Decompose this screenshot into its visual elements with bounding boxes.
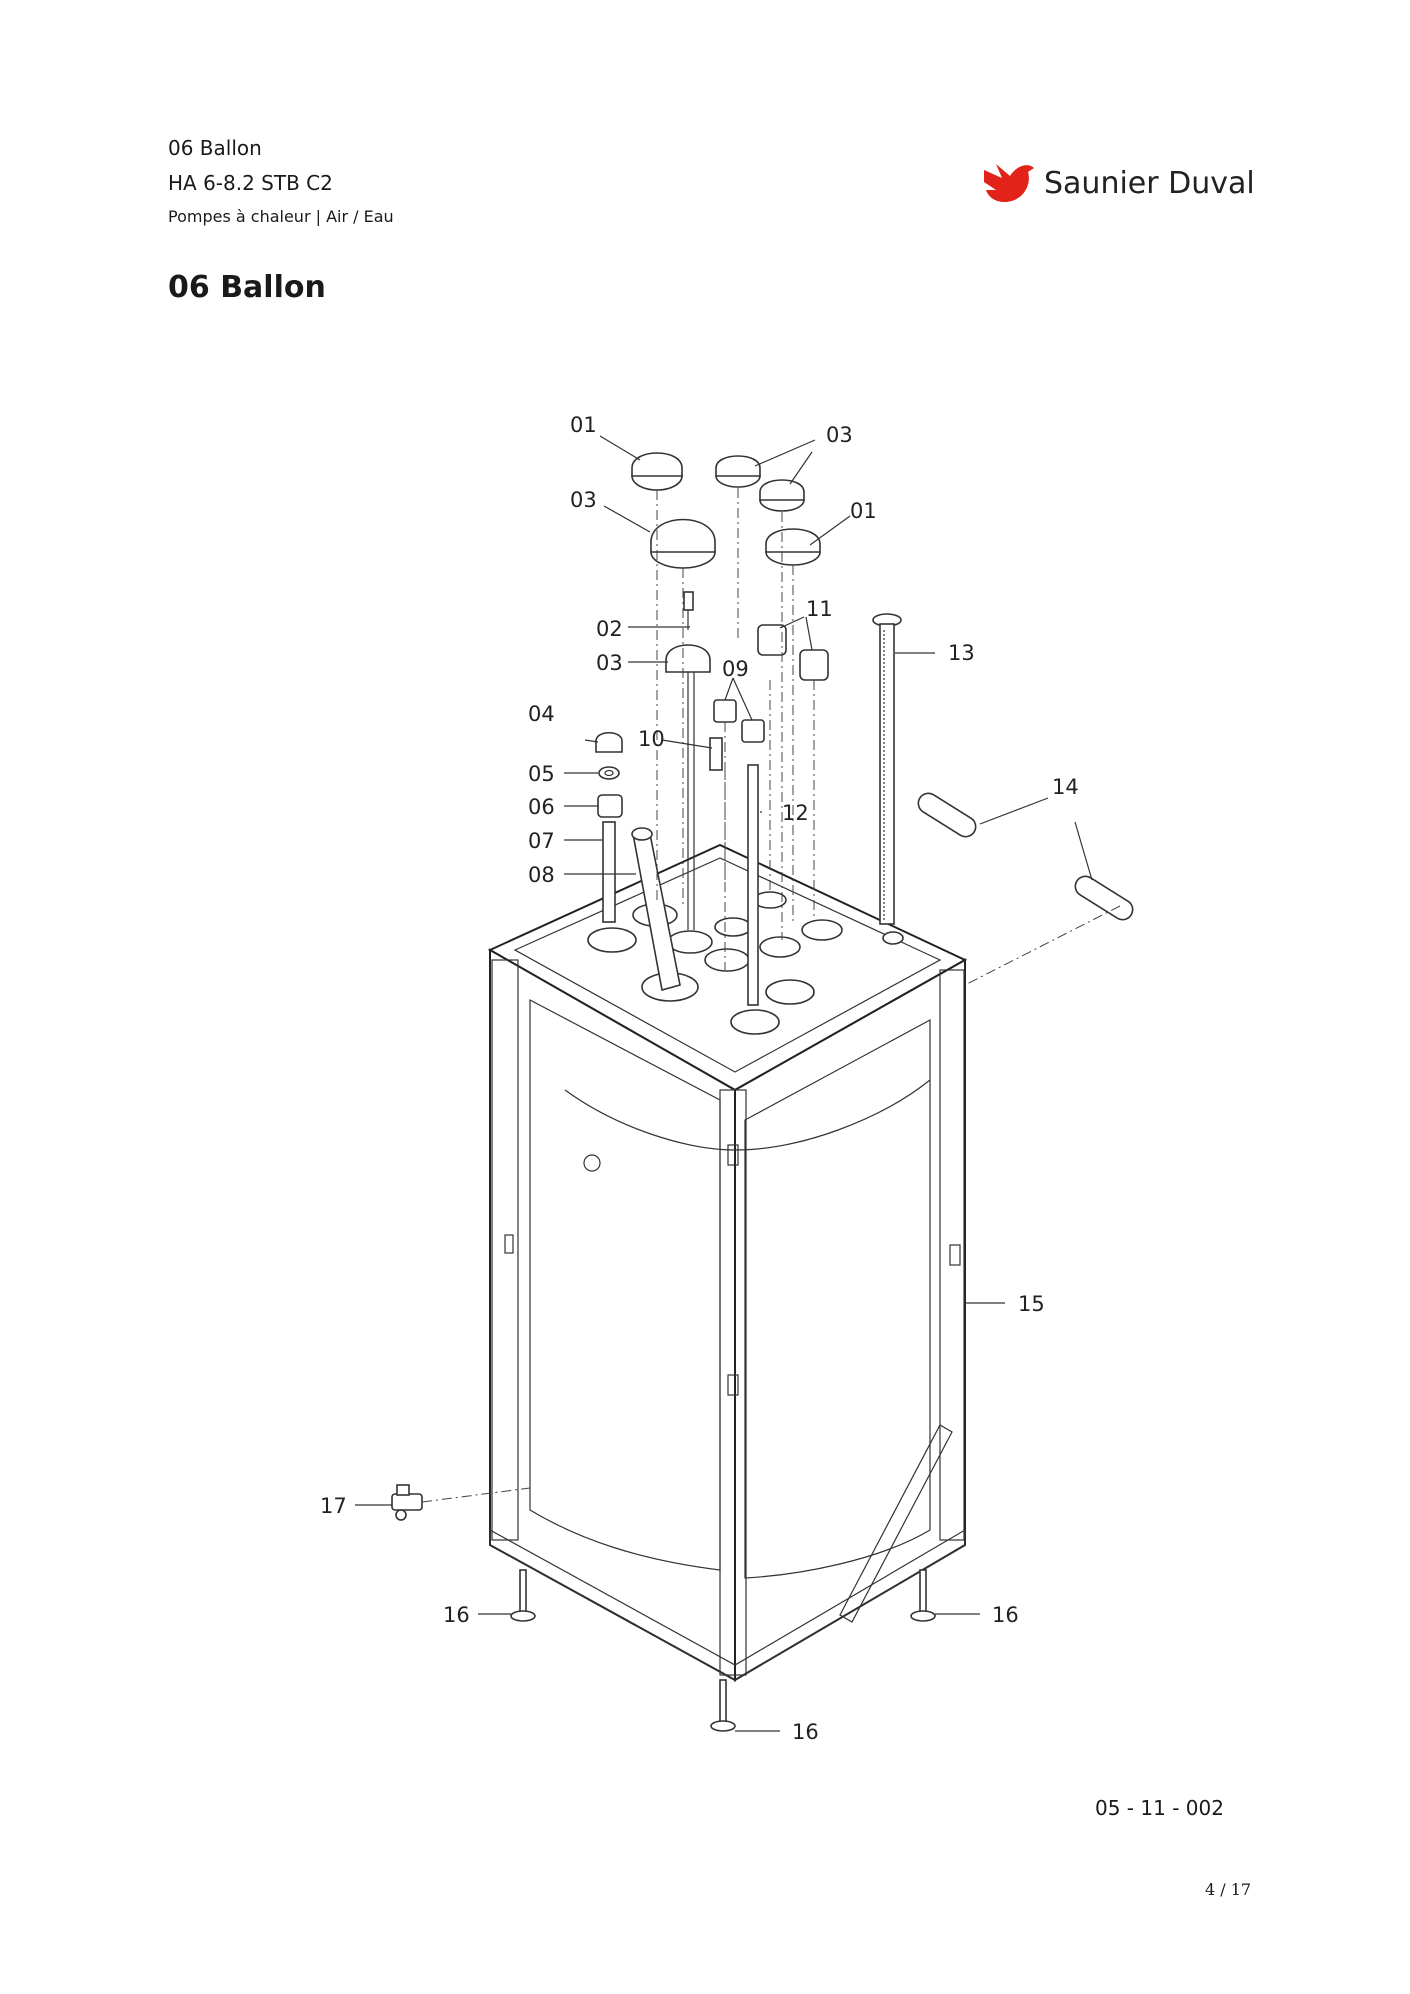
label-10: 10 bbox=[638, 727, 665, 751]
label-03-b: 03 bbox=[826, 423, 853, 447]
header-category: Pompes à chaleur | Air / Eau bbox=[168, 207, 394, 226]
brand-logo: Saunier Duval bbox=[982, 158, 1255, 208]
label-15: 15 bbox=[1018, 1292, 1045, 1316]
label-03-c: 03 bbox=[596, 651, 623, 675]
label-03-a: 03 bbox=[570, 488, 597, 512]
header-model: HA 6-8.2 STB C2 bbox=[168, 171, 333, 195]
caps-group bbox=[631, 452, 821, 569]
page-number: 4 / 17 bbox=[1205, 1880, 1252, 1899]
part-labels: 01 03 03 01 02 03 11 13 09 04 10 05 06 1… bbox=[320, 413, 1079, 1744]
leader-lines bbox=[355, 435, 1093, 1732]
label-11: 11 bbox=[806, 597, 833, 621]
page-title: 06 Ballon bbox=[168, 270, 326, 305]
label-16-a: 16 bbox=[443, 1603, 470, 1627]
label-08: 08 bbox=[528, 863, 555, 887]
label-04: 04 bbox=[528, 702, 555, 726]
label-01-a: 01 bbox=[570, 413, 597, 437]
cap-03-left bbox=[650, 518, 716, 569]
label-05: 05 bbox=[528, 762, 555, 786]
cap-03-right bbox=[759, 479, 805, 512]
label-14: 14 bbox=[1052, 775, 1079, 799]
gaskets-14 bbox=[917, 792, 1134, 921]
label-12: 12 bbox=[782, 801, 809, 825]
label-16-b: 16 bbox=[992, 1603, 1019, 1627]
feet-16 bbox=[510, 1569, 936, 1732]
bird-logo-icon bbox=[984, 164, 1034, 202]
label-17: 17 bbox=[320, 1494, 347, 1518]
assembly-lines bbox=[421, 488, 1121, 1503]
label-09: 09 bbox=[722, 657, 749, 681]
middle-fittings bbox=[709, 624, 829, 1006]
label-16-c: 16 bbox=[792, 1720, 819, 1744]
cap-01-right bbox=[765, 528, 821, 566]
left-fittings bbox=[595, 731, 681, 992]
cap-01-left bbox=[631, 452, 683, 491]
label-02: 02 bbox=[596, 617, 623, 641]
label-13: 13 bbox=[948, 641, 975, 665]
label-01-b: 01 bbox=[850, 499, 877, 523]
label-07: 07 bbox=[528, 829, 555, 853]
label-06: 06 bbox=[528, 795, 555, 819]
header-section: 06 Ballon bbox=[168, 136, 262, 160]
reference-code: 05 - 11 - 002 bbox=[1095, 1796, 1224, 1820]
sensor-02 bbox=[665, 591, 711, 930]
brand-name: Saunier Duval bbox=[1044, 166, 1255, 201]
drain-valve-17 bbox=[391, 1484, 423, 1521]
flex-hose-13 bbox=[872, 613, 902, 925]
cap-03-right-small bbox=[715, 455, 761, 488]
